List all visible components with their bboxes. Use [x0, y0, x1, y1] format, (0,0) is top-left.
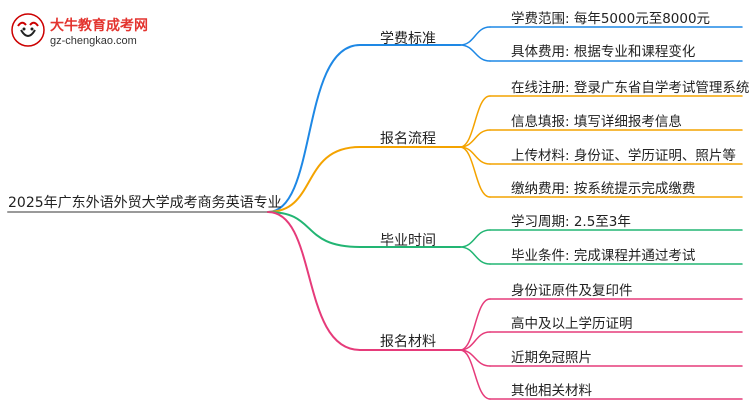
branch-registration-materials: 报名材料	[380, 334, 436, 350]
brand-title: 大牛教育成考网	[50, 17, 148, 33]
bull-logo-icon	[11, 13, 45, 47]
leaf-photo: 近期免冠照片	[511, 350, 592, 366]
leaf-upload-materials: 上传材料: 身份证、学历证明、照片等	[511, 148, 736, 164]
branch-tuition: 学费标准	[380, 31, 436, 47]
leaf-pay-fee: 缴纳费用: 按系统提示完成缴费	[511, 181, 696, 197]
root-topic: 2025年广东外语外贸大学成考商务英语专业	[8, 195, 282, 211]
leaf-tuition-detail: 具体费用: 根据专业和课程变化	[511, 44, 696, 60]
leaf-online-registration: 在线注册: 登录广东省自学考试管理系统	[511, 80, 750, 96]
branch-to-leaf-connector	[459, 298, 491, 351]
branch-to-leaf-connector	[459, 129, 491, 148]
branch-registration-process: 报名流程	[380, 131, 436, 147]
branch-to-leaf-connector	[459, 44, 491, 62]
site-logo: 大牛教育成考网 gz-chengkao.com	[10, 12, 170, 52]
root-to-branch-connector	[267, 44, 361, 213]
leaf-study-period: 学习周期: 2.5至3年	[511, 214, 631, 230]
branch-graduation-time: 毕业时间	[380, 233, 436, 249]
leaf-graduation-conditions: 毕业条件: 完成课程并通过考试	[511, 248, 696, 264]
leaf-id-card: 身份证原件及复印件	[511, 283, 633, 299]
root-to-branch-connector	[267, 211, 361, 351]
branch-to-leaf-connector	[459, 349, 491, 400]
branch-to-leaf-connector	[459, 26, 491, 46]
branch-to-leaf-connector	[459, 246, 491, 265]
brand-url: gz-chengkao.com	[50, 35, 137, 47]
branch-to-leaf-connector	[459, 331, 491, 351]
leaf-info-filling: 信息填报: 填写详细报考信息	[511, 114, 682, 130]
leaf-other-materials: 其他相关材料	[511, 383, 592, 399]
root-to-branch-connector	[267, 146, 361, 213]
root-to-branch-connector	[267, 211, 361, 248]
branch-to-leaf-connector	[459, 95, 491, 148]
branch-to-leaf-connector	[459, 146, 491, 198]
leaf-tuition-range: 学费范围: 每年5000元至8000元	[511, 11, 711, 27]
leaf-education-certificate: 高中及以上学历证明	[511, 316, 633, 332]
branch-to-leaf-connector	[459, 229, 491, 248]
